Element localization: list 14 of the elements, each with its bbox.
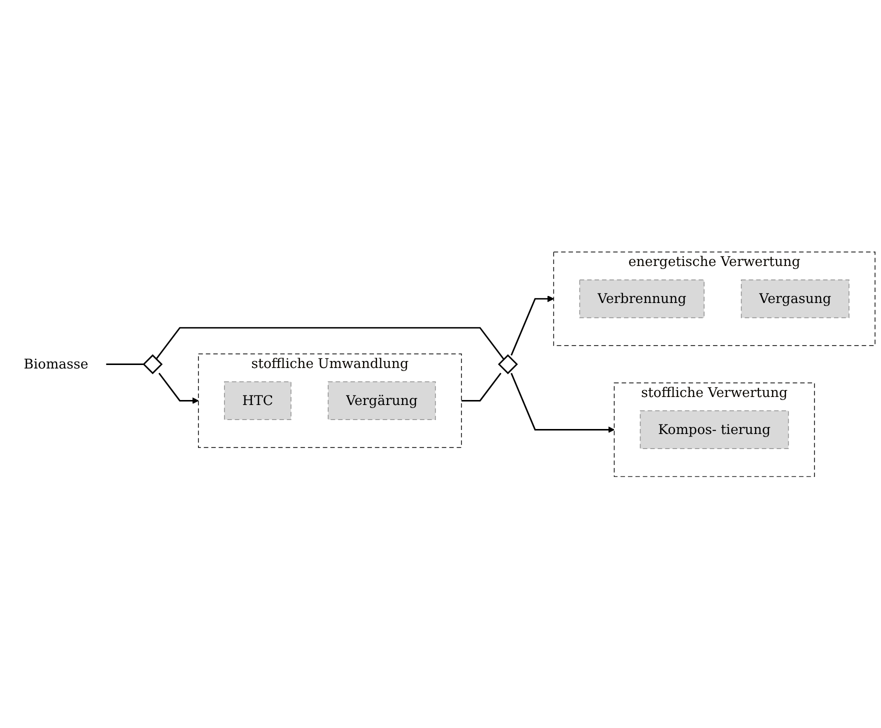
node-box: HTC [224, 381, 292, 420]
connector [156, 326, 504, 360]
node-box: Verbrennung [579, 279, 704, 318]
connector [106, 363, 144, 365]
arrow [158, 372, 199, 404]
node-diamond [142, 354, 163, 374]
node-box: Vergärung [328, 381, 436, 420]
arrow [510, 372, 615, 433]
node-diamond [498, 354, 518, 374]
arrow [510, 295, 554, 356]
node-box: Vergasung [740, 279, 850, 318]
node-box: Kompos- tierung [640, 410, 789, 449]
connector [461, 372, 502, 402]
node-text: Biomasse [24, 356, 88, 372]
